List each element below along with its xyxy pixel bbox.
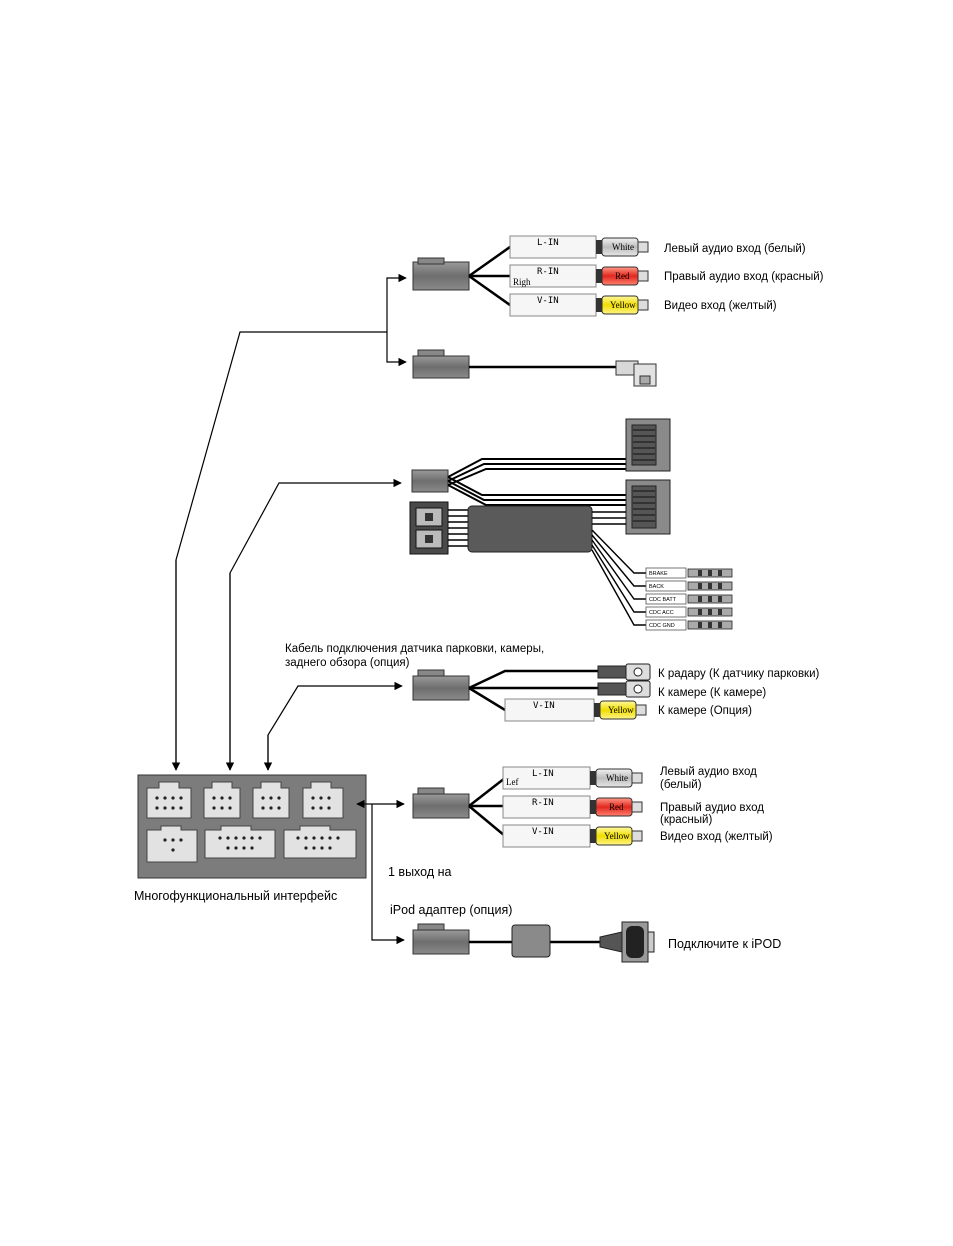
svg-text:White: White <box>612 242 634 252</box>
one-output-label: 1 выход на <box>388 865 452 879</box>
right-audio-label-2a: Правый аудио вход <box>660 802 764 814</box>
cable-tag-rin-1: R-IN Righ <box>509 264 597 288</box>
audio-harness-connector-2 <box>412 787 470 819</box>
svg-text:L-IN: L-IN <box>537 238 559 248</box>
wire-tag-back: BACK <box>645 580 687 592</box>
camera-connector-1 <box>597 663 651 681</box>
yellow-rca-plug-2: Yellow <box>590 826 643 846</box>
angled-plug <box>615 360 657 387</box>
wire-tag-brake: BRAKE <box>645 567 687 579</box>
connection-lines <box>171 273 407 945</box>
red-rca-plug-1: Red <box>596 266 649 286</box>
right-audio-label-2b: (красный) <box>660 814 712 826</box>
iso-connector-top <box>625 418 671 472</box>
to-camera-option-label: К камере (Опция) <box>658 705 752 717</box>
ipod-adapter-box <box>511 924 551 958</box>
ipod-adapter-label: iPod адаптер (опция) <box>390 903 512 917</box>
camera-connector-2 <box>597 680 651 698</box>
left-audio-label-2a: Левый аудио вход <box>660 766 757 778</box>
yellow-rca-plug-1: Yellow <box>596 295 649 315</box>
svg-text:Red: Red <box>615 271 630 281</box>
camera-cable-label-2: заднего обзора (опция) <box>285 657 410 669</box>
svg-text:CDC BATT: CDC BATT <box>649 597 677 603</box>
wire-tag-cdc-gnd: CDC GND <box>645 619 687 631</box>
camera-cable-label-1: Кабель подключения датчика парковки, кам… <box>285 643 544 655</box>
signal-wire-fan <box>591 529 646 626</box>
multifunction-interface-block <box>137 774 367 879</box>
wire-tag-cdc-acc: CDC ACC <box>645 606 687 618</box>
to-camera-label: К камере (К камере) <box>658 687 766 699</box>
svg-text:R-IN: R-IN <box>532 798 554 808</box>
connect-ipod-label: Подключите к iPOD <box>668 937 781 951</box>
svg-text:BRAKE: BRAKE <box>649 571 668 577</box>
red-rca-plug-2: Red <box>590 797 643 817</box>
svg-text:L-IN: L-IN <box>532 769 554 779</box>
power-harness-cables <box>447 458 626 506</box>
harness-connector-2 <box>412 349 470 379</box>
wire-terminals <box>687 568 733 630</box>
white-rca-plug-1: White <box>596 237 649 257</box>
svg-text:CDC GND: CDC GND <box>649 623 675 629</box>
cable-tag-vin-2: V-IN <box>502 824 591 848</box>
svg-text:Yellow: Yellow <box>610 300 636 310</box>
white-rca-plug-2: White <box>590 768 643 788</box>
svg-text:V-IN: V-IN <box>532 827 554 837</box>
harness-module <box>409 501 626 555</box>
svg-text:Righ: Righ <box>513 277 531 287</box>
camera-harness-connector <box>412 669 470 701</box>
svg-text:Yellow: Yellow <box>604 831 630 841</box>
multifunction-interface-label: Многофункциональный интерфейс <box>134 889 337 903</box>
svg-text:Yellow: Yellow <box>608 705 634 715</box>
left-audio-label-2b: (белый) <box>660 779 702 791</box>
svg-text:Red: Red <box>609 802 624 812</box>
svg-text:Lef: Lef <box>506 777 519 787</box>
iso-connector-bottom <box>625 479 671 535</box>
yellow-rca-plug-camera: Yellow <box>594 700 647 720</box>
video-label-1: Видео вход (желтый) <box>664 300 777 312</box>
svg-text:BACK: BACK <box>649 584 664 590</box>
cable-tag-rin-2: R-IN <box>502 795 591 819</box>
svg-text:R-IN: R-IN <box>537 267 559 277</box>
cable-tag-vin-camera: V-IN <box>504 698 595 722</box>
svg-text:V-IN: V-IN <box>533 701 555 711</box>
right-audio-label-1: Правый аудио вход (красный) <box>664 271 824 283</box>
ipod-dock-connector <box>599 921 655 963</box>
power-harness-connector <box>411 469 449 493</box>
cable-tag-lin-1: L-IN <box>509 235 597 259</box>
svg-text:V-IN: V-IN <box>537 296 559 306</box>
cable-tag-lin-2: L-IN Lef <box>502 766 591 790</box>
ipod-harness-connector <box>412 923 470 955</box>
video-label-2: Видео вход (желтый) <box>660 831 773 843</box>
svg-text:CDC ACC: CDC ACC <box>649 610 674 616</box>
harness-connector-1 <box>412 257 470 291</box>
wire-tag-cdc-batt: CDC BATT <box>645 593 687 605</box>
left-audio-label-1: Левый аудио вход (белый) <box>664 243 806 255</box>
svg-text:White: White <box>606 773 628 783</box>
cable-tag-vin-1: V-IN <box>509 293 597 317</box>
to-radar-label: К радару (К датчику парковки) <box>658 668 820 680</box>
